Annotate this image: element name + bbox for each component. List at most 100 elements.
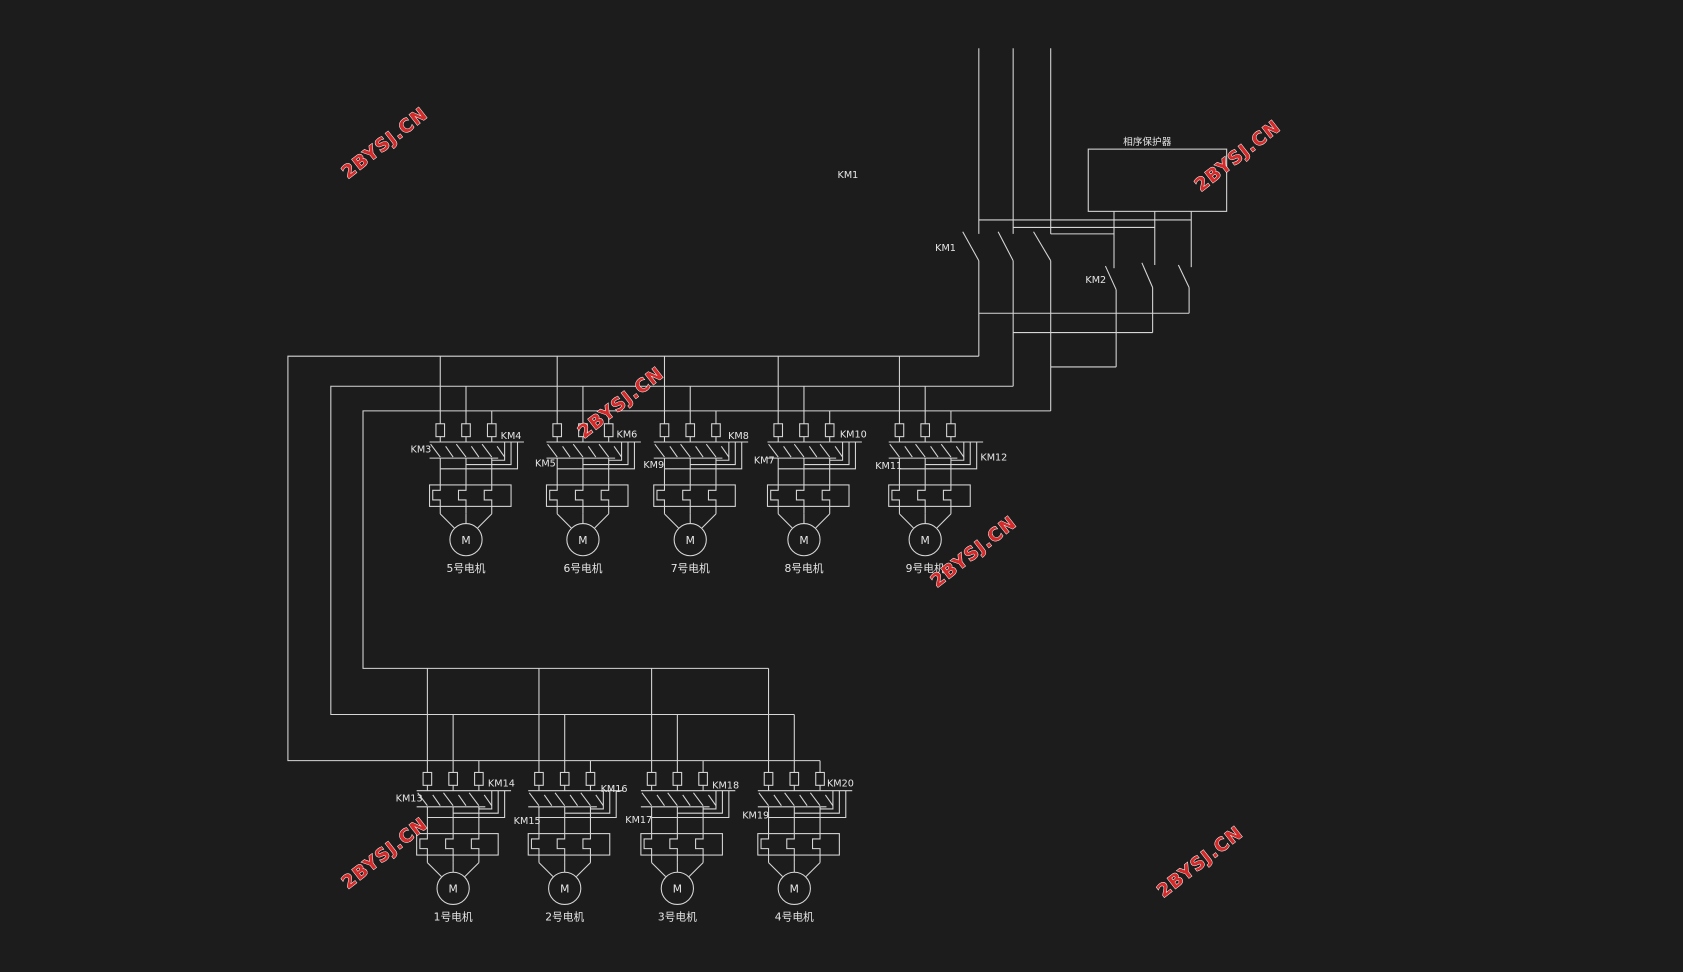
motor-branches: M5号电机KM3KM4M6号电机KM5KM6M7号电机KM9KM8M8号电机KM… (396, 356, 1007, 924)
thermal-relay (757, 833, 840, 856)
contact-blade (1177, 264, 1190, 288)
thermal-element (786, 833, 795, 863)
contact-blade (443, 792, 454, 807)
thermal-element (600, 484, 610, 514)
contact-blade (1033, 231, 1052, 261)
motor-lead (701, 513, 717, 529)
contactor-label: KM5 (535, 459, 556, 470)
thermal-element (457, 484, 467, 514)
motor-label: 1号电机 (434, 911, 473, 924)
contact-blade (834, 445, 844, 458)
contactor-label: KM16 (601, 784, 628, 795)
bus-l1 (287, 355, 979, 762)
thermal-element (556, 833, 566, 863)
fuse (920, 423, 931, 438)
fuse (672, 771, 683, 786)
fuse (815, 771, 825, 786)
motor-label: 9号电机 (906, 562, 945, 575)
thermal-element (582, 833, 591, 863)
contact-blade (470, 445, 480, 458)
fuse (559, 771, 570, 786)
motor-lead (439, 513, 455, 529)
contact-blade (1141, 262, 1154, 288)
thermal-element (760, 833, 770, 863)
fuse (698, 771, 708, 786)
contactor-label: KM19 (742, 811, 769, 822)
contactor-label: KM10 (840, 430, 867, 441)
distribution-bus (287, 355, 1051, 762)
motor-lead (936, 513, 952, 529)
motor-circle (777, 871, 811, 905)
contact-blade (569, 794, 579, 807)
thermal-element (682, 484, 691, 514)
motor-symbol: M (461, 534, 470, 547)
reversing-wire (608, 442, 623, 461)
motor-symbol: M (560, 883, 569, 896)
fuse (422, 771, 433, 786)
reversing-wire (690, 442, 736, 466)
contact-blade (587, 445, 597, 458)
motor-lead (899, 513, 914, 529)
thermal-relay (545, 484, 629, 507)
reversing-wire (715, 442, 730, 461)
motor-lead (464, 862, 480, 877)
thermal-element (483, 484, 493, 514)
contact-blade (483, 794, 493, 807)
fuse (585, 771, 596, 786)
thermal-relay (428, 484, 512, 507)
reversing-wire (466, 442, 512, 466)
contact-blade (656, 794, 665, 807)
fuse (486, 423, 497, 438)
contact-blade (554, 792, 566, 807)
contact-blade (417, 792, 428, 807)
watermark: 2BYSJ.CN (338, 814, 432, 894)
thermal-element (891, 484, 900, 514)
reversing-wire (950, 442, 965, 461)
contact-blade (889, 443, 900, 458)
km1-contactor: KM1 (935, 231, 1052, 411)
thermal-relay (416, 833, 499, 856)
contactor-label: KM13 (396, 793, 423, 804)
contact-blade (808, 445, 818, 458)
protector-box (1087, 148, 1228, 212)
thermal-relay (653, 484, 736, 507)
thermal-element (795, 484, 805, 514)
thermal-relay (640, 833, 723, 856)
motor-circle (787, 523, 821, 557)
protector-label: 相序保护器 (1123, 136, 1172, 148)
top-km1-label: KM1 (838, 170, 859, 181)
contactor-label: KM17 (625, 815, 652, 826)
motor-lead (556, 513, 572, 529)
fuse (534, 771, 544, 786)
watermark: 2BYSJ.CN (1153, 822, 1247, 902)
fuse (659, 423, 670, 438)
contact-blade (580, 792, 591, 807)
motor-circle (436, 871, 470, 905)
reversing-wire (651, 790, 730, 819)
contact-blade (613, 445, 623, 458)
contact-blade (468, 792, 480, 807)
contact-blade (680, 443, 691, 458)
contact-blade (962, 231, 980, 261)
reversing-wire (899, 442, 978, 470)
reversing-wire (538, 790, 617, 819)
thermal-element (432, 484, 441, 514)
fuse (474, 771, 484, 786)
reversing-wire (820, 790, 834, 810)
contact-blade (768, 443, 779, 458)
contact-blade (693, 792, 704, 807)
km2-contactor: KM2 (978, 262, 1190, 368)
contactor-label: KM11 (875, 461, 902, 472)
motor-label: 8号电机 (784, 562, 823, 575)
thermal-element (917, 484, 926, 514)
contactor-label: KM7 (754, 455, 775, 466)
watermark: 2BYSJ.CN (338, 104, 432, 184)
reversing-wire (768, 790, 847, 819)
contact-blade (708, 794, 717, 807)
motor-label: 5号电机 (447, 562, 486, 575)
